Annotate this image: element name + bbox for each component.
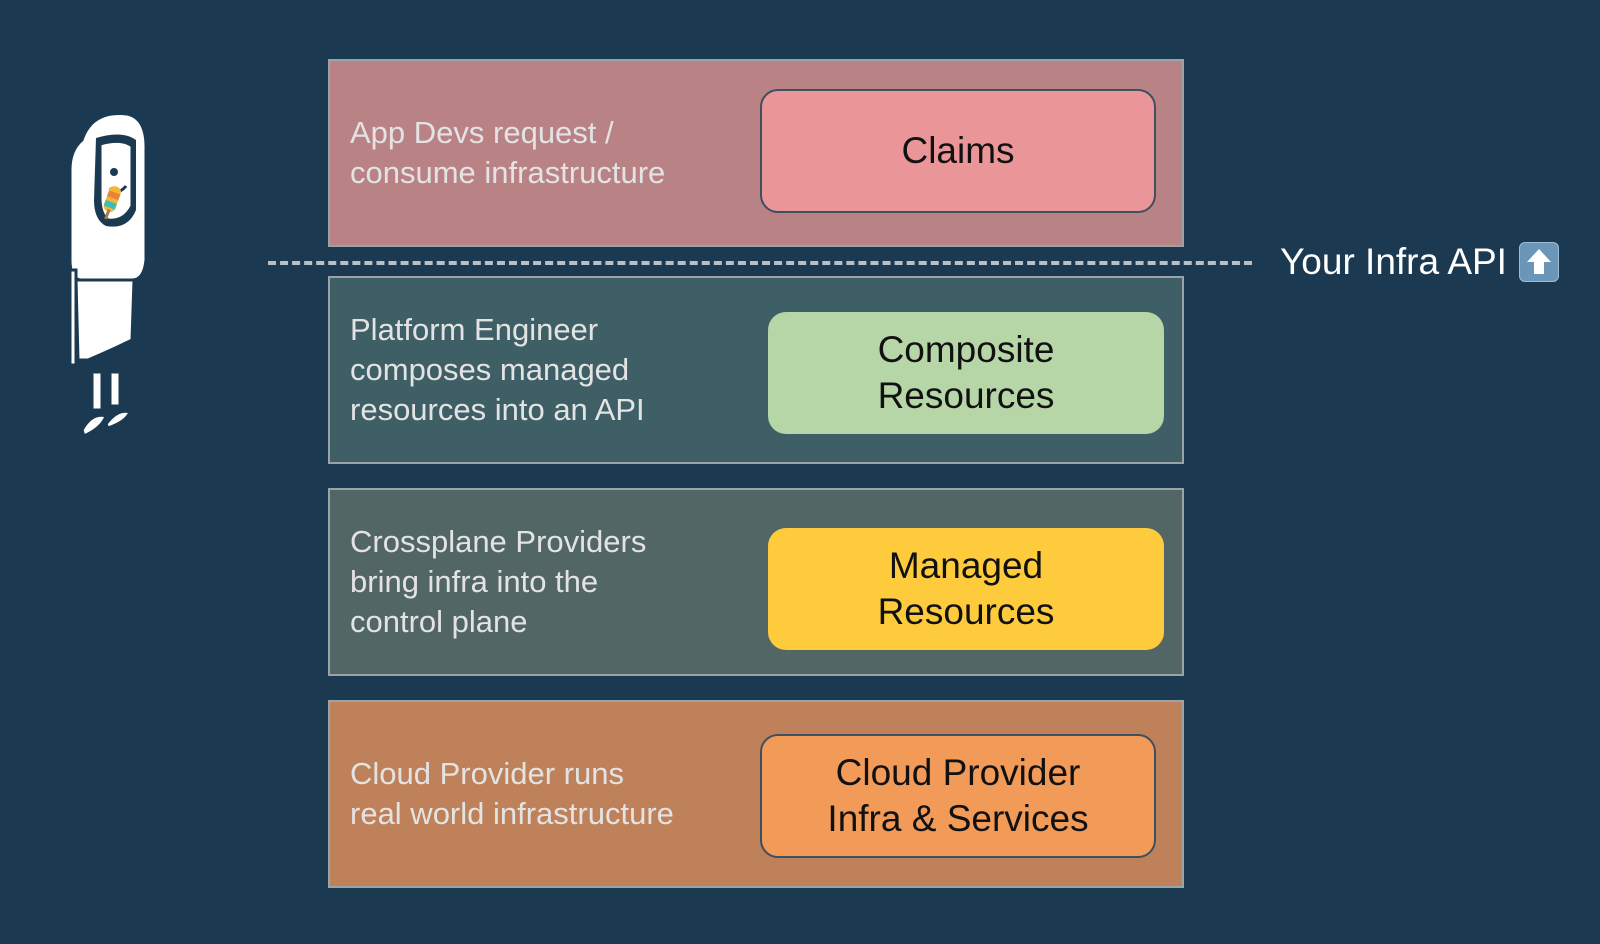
layer-description: App Devs request / consume infrastructur… [350,115,666,190]
api-boundary-divider [268,261,1252,265]
layer-managed-resources: Crossplane Providers bring infra into th… [328,488,1184,676]
managed-resources-box: Managed Resources [768,528,1164,650]
api-label-text: Your Infra API [1280,241,1507,282]
person-eating-popsicle-icon [62,110,152,455]
layer-composite-resources: Platform Engineer composes managed resou… [328,276,1184,464]
cloud-provider-box: Cloud Provider Infra & Services [760,734,1156,858]
layer-description: Platform Engineer composes managed resou… [350,312,645,427]
layer-description: Crossplane Providers bring infra into th… [350,524,647,639]
layer-claims: App Devs request / consume infrastructur… [328,59,1184,247]
layer-cloud-provider: Cloud Provider runs real world infrastru… [328,700,1184,888]
layer-description: Cloud Provider runs real world infrastru… [350,756,674,831]
api-boundary-label: Your Infra API [1280,240,1559,284]
claims-box: Claims [760,89,1156,213]
up-arrow-icon [1518,242,1559,282]
composite-resources-box: Composite Resources [768,312,1164,434]
